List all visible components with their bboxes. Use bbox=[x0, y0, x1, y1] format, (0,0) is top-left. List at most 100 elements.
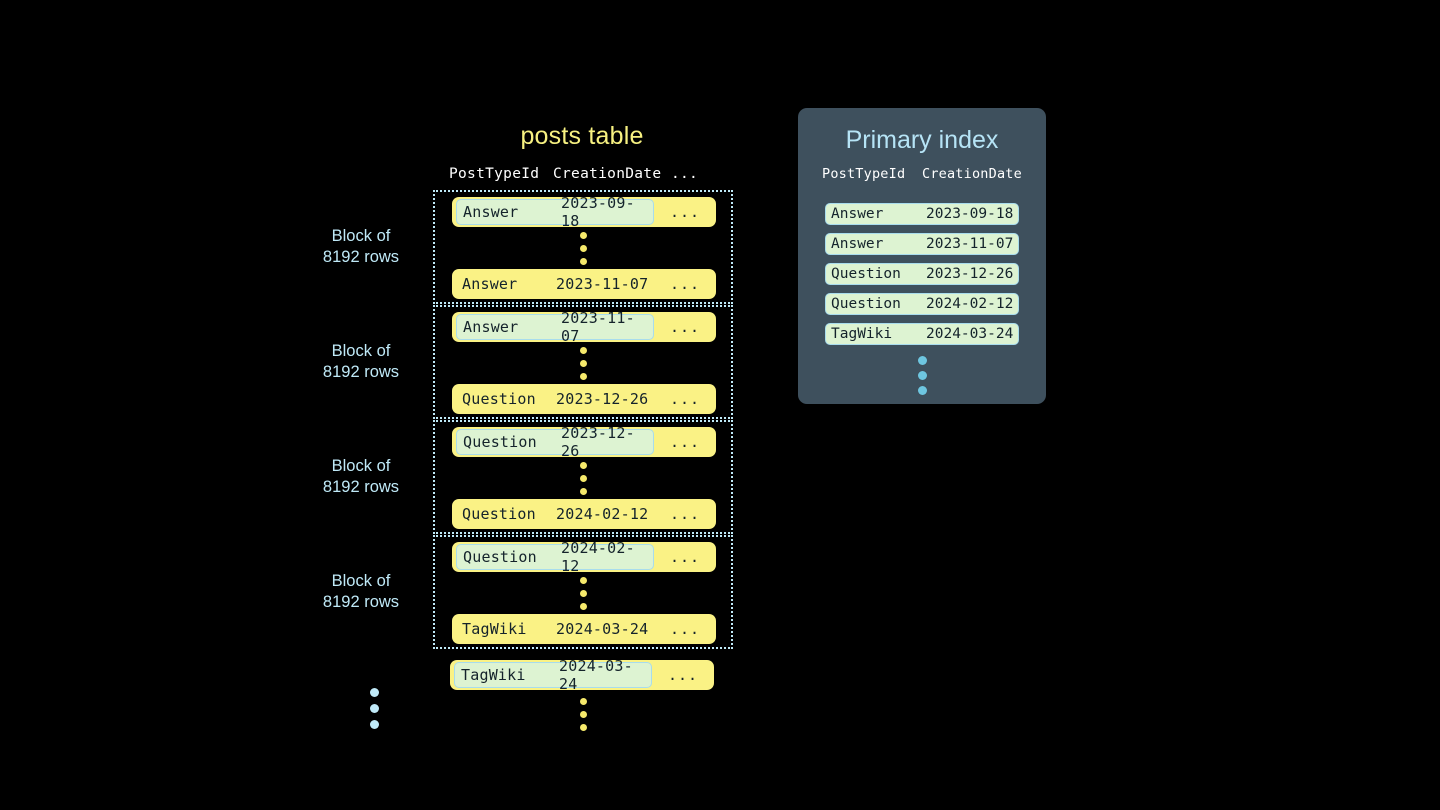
dot bbox=[579, 711, 587, 718]
column-header-posttypeid: PostTypeId bbox=[822, 166, 906, 182]
table-row[interactable]: Question 2024-02-12 ... bbox=[452, 499, 716, 529]
cell-posttypeid: TagWiki bbox=[462, 620, 527, 638]
table-block: Block of 8192 rows Question 2023-12-26 .… bbox=[323, 420, 733, 534]
index-row[interactable]: Answer 2023-09-18 bbox=[825, 203, 1019, 225]
dot bbox=[579, 245, 587, 252]
cell-ellipsis: ... bbox=[670, 433, 701, 451]
row-continuation-dots bbox=[435, 577, 731, 610]
column-header-creationdate: CreationDate bbox=[922, 166, 1022, 182]
dot bbox=[917, 371, 927, 380]
dot bbox=[370, 720, 379, 729]
index-row[interactable]: TagWiki 2024-03-24 bbox=[825, 323, 1019, 345]
cell-posttypeid: Question bbox=[831, 296, 901, 312]
cell-posttypeid: Answer bbox=[462, 275, 518, 293]
highlighted-key-capsule: Question 2023-12-26 bbox=[456, 424, 654, 460]
primary-index-column-headers: PostTypeId CreationDate bbox=[822, 166, 1022, 182]
table-block: Block of 8192 rows Answer 2023-09-18 ...… bbox=[323, 190, 733, 304]
highlighted-key-capsule: TagWiki 2024-03-24 bbox=[454, 657, 652, 693]
dot bbox=[579, 698, 587, 705]
table-continuation-dots bbox=[433, 698, 733, 731]
table-row[interactable]: Answer 2023-11-07 ... bbox=[452, 269, 716, 299]
dot bbox=[579, 590, 587, 597]
block-label: Block of 8192 rows bbox=[322, 457, 400, 496]
cell-ellipsis: ... bbox=[670, 548, 701, 566]
block-label: Block of 8192 rows bbox=[322, 342, 400, 381]
index-row[interactable]: Answer 2023-11-07 bbox=[825, 233, 1019, 255]
cell-creationdate: 2023-09-18 bbox=[926, 206, 1014, 222]
row-continuation-dots bbox=[435, 232, 731, 265]
block-label: Block of 8192 rows bbox=[322, 227, 400, 266]
cell-creationdate: 2023-12-26 bbox=[556, 390, 649, 408]
cell-creationdate: 2024-02-12 bbox=[556, 505, 649, 523]
dot bbox=[579, 462, 587, 469]
dot bbox=[917, 356, 927, 365]
dot bbox=[370, 688, 379, 697]
cell-ellipsis: ... bbox=[670, 275, 701, 293]
cell-creationdate: 2023-11-07 bbox=[926, 236, 1014, 252]
primary-index-panel: Primary index PostTypeId CreationDate An… bbox=[798, 108, 1046, 404]
cell-creationdate: 2023-12-26 bbox=[561, 424, 635, 460]
dot bbox=[579, 577, 587, 584]
cell-creationdate: 2024-02-12 bbox=[561, 539, 635, 575]
index-row[interactable]: Question 2023-12-26 bbox=[825, 263, 1019, 285]
row-continuation-dots bbox=[435, 462, 731, 495]
cell-ellipsis: ... bbox=[670, 620, 701, 638]
cell-creationdate: 2024-03-24 bbox=[559, 657, 633, 693]
highlighted-key-capsule: Answer 2023-11-07 bbox=[456, 309, 654, 345]
posts-table-blocks: Block of 8192 rows Answer 2023-09-18 ...… bbox=[323, 190, 733, 650]
dot bbox=[579, 232, 587, 239]
cell-ellipsis: ... bbox=[670, 318, 701, 336]
dot bbox=[579, 488, 587, 495]
table-block: Block of 8192 rows Question 2024-02-12 .… bbox=[323, 535, 733, 649]
cell-creationdate: 2023-11-07 bbox=[556, 275, 649, 293]
cell-creationdate: 2024-03-24 bbox=[926, 326, 1014, 342]
table-row[interactable]: Question 2023-12-26 ... bbox=[452, 384, 716, 414]
table-row[interactable]: Answer 2023-09-18 ... bbox=[452, 194, 716, 230]
table-row[interactable]: Question 2023-12-26 ... bbox=[452, 424, 716, 460]
cell-creationdate: 2023-12-26 bbox=[926, 266, 1014, 282]
highlighted-key-capsule: Answer 2023-09-18 bbox=[456, 194, 654, 230]
cell-posttypeid: Question bbox=[463, 548, 537, 566]
table-row[interactable]: TagWiki 2024-03-24 ... bbox=[450, 657, 714, 693]
cell-posttypeid: Question bbox=[462, 505, 536, 523]
dot bbox=[579, 724, 587, 731]
cell-creationdate: 2024-03-24 bbox=[556, 620, 649, 638]
trailing-table-row-container: TagWiki 2024-03-24 ... bbox=[433, 657, 733, 694]
cell-creationdate: 2023-09-18 bbox=[561, 194, 635, 230]
dot bbox=[370, 704, 379, 713]
cell-posttypeid: Answer bbox=[831, 206, 884, 222]
primary-index-title: Primary index bbox=[845, 126, 999, 154]
dot bbox=[579, 360, 587, 367]
highlighted-key-capsule: Question 2024-02-12 bbox=[456, 539, 654, 575]
table-row[interactable]: Question 2024-02-12 ... bbox=[452, 539, 716, 575]
column-header-ellipsis: ... bbox=[671, 166, 699, 182]
cell-posttypeid: Question bbox=[831, 266, 901, 282]
table-row[interactable]: TagWiki 2024-03-24 ... bbox=[452, 614, 716, 644]
index-row[interactable]: Question 2024-02-12 bbox=[825, 293, 1019, 315]
cell-posttypeid: TagWiki bbox=[831, 326, 893, 342]
posts-table-title: posts table bbox=[520, 122, 644, 150]
posts-table-column-headers: PostTypeId CreationDate ... bbox=[449, 166, 713, 182]
dot bbox=[579, 373, 587, 380]
cell-creationdate: 2024-02-12 bbox=[926, 296, 1014, 312]
cell-ellipsis: ... bbox=[670, 390, 701, 408]
block-label: Block of 8192 rows bbox=[322, 572, 400, 611]
cell-ellipsis: ... bbox=[670, 203, 701, 221]
column-header-posttypeid: PostTypeId bbox=[449, 166, 540, 182]
cell-ellipsis: ... bbox=[668, 666, 699, 684]
dot bbox=[579, 347, 587, 354]
blocks-continuation-dots bbox=[370, 688, 379, 729]
cell-posttypeid: Answer bbox=[463, 318, 519, 336]
cell-creationdate: 2023-11-07 bbox=[561, 309, 635, 345]
index-continuation-dots bbox=[798, 356, 1046, 395]
cell-posttypeid: Answer bbox=[463, 203, 519, 221]
table-row[interactable]: Answer 2023-11-07 ... bbox=[452, 309, 716, 345]
cell-ellipsis: ... bbox=[670, 505, 701, 523]
primary-index-rows: Answer 2023-09-18 Answer 2023-11-07 Ques… bbox=[825, 203, 1019, 353]
dot bbox=[579, 258, 587, 265]
cell-posttypeid: Question bbox=[462, 390, 536, 408]
dot bbox=[579, 475, 587, 482]
row-continuation-dots bbox=[435, 347, 731, 380]
cell-posttypeid: TagWiki bbox=[461, 666, 526, 684]
table-block: Block of 8192 rows Answer 2023-11-07 ...… bbox=[323, 305, 733, 419]
